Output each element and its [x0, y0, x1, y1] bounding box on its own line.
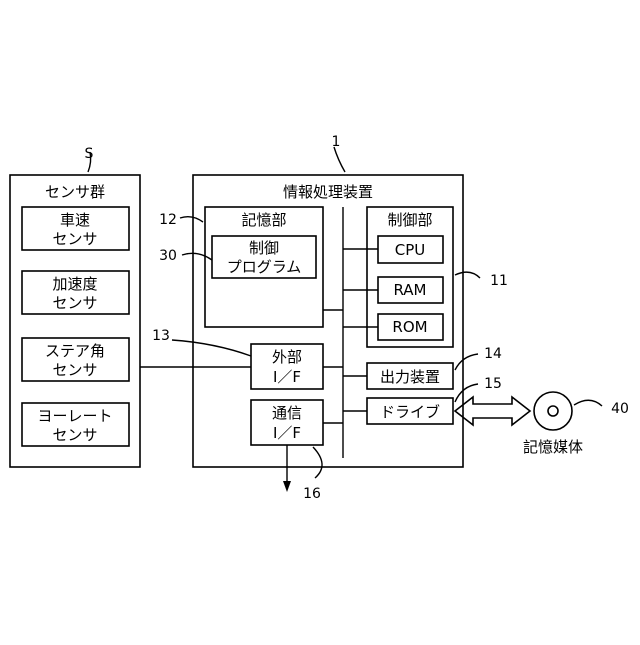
ext-if-leader [172, 340, 251, 356]
sensor-label-line1: ステア角 [45, 342, 105, 360]
medium-ref: 40 [611, 401, 629, 417]
control-ref: 11 [490, 273, 508, 289]
comm-if-leader [313, 447, 322, 478]
output-label: 出力装置 [380, 368, 440, 386]
sensor-vehicle-speed: 車速 センサ [22, 207, 129, 250]
output-device: 出力装置 14 [367, 346, 502, 389]
sensor-label-line2: センサ [52, 361, 97, 379]
sensor-acceleration: 加速度 センサ [22, 271, 129, 314]
program-label-line1: 制御 [249, 239, 279, 257]
sensor-yaw-rate: ヨーレート センサ [22, 403, 129, 446]
control-leader [455, 272, 480, 278]
ext-if-ref: 13 [152, 328, 170, 344]
sensor-label-line1: ヨーレート [37, 407, 112, 425]
ram-label: RAM [393, 281, 426, 299]
ext-if-label-line1: 外部 [272, 348, 302, 366]
sensor-label-line1: 車速 [60, 211, 90, 229]
control-program: 制御 プログラム 30 [159, 236, 316, 278]
medium-label: 記憶媒体 [523, 438, 583, 456]
medium-leader [574, 400, 602, 406]
sensor-steering-angle: ステア角 センサ [22, 338, 129, 381]
sensor-group: センサ群 車速 センサ 加速度 センサ ステア角 センサ ヨーレート センサ S [10, 146, 140, 467]
drive-leader [455, 384, 478, 402]
external-interface: 外部 I／F 13 [152, 328, 323, 389]
comm-if-arrow-head [283, 481, 291, 492]
device-leader [334, 147, 345, 172]
device-title: 情報処理装置 [283, 183, 373, 201]
storage-medium: 記憶媒体 40 [523, 392, 629, 456]
comm-if-ref: 16 [303, 486, 321, 502]
output-leader [455, 354, 478, 370]
ext-if-label-line2: I／F [273, 368, 301, 386]
control-unit: 制御部 CPU RAM ROM 11 [367, 207, 508, 347]
comm-if-label-line1: 通信 [272, 404, 302, 422]
sensor-label-line2: センサ [52, 230, 97, 248]
output-ref: 14 [484, 346, 502, 362]
sensor-label-line1: 加速度 [52, 275, 97, 293]
program-ref: 30 [159, 248, 177, 264]
rom-label: ROM [392, 318, 427, 336]
sensor-group-ref: S [85, 146, 94, 162]
storage-ref: 12 [159, 212, 177, 228]
info-processing-device: 情報処理装置 1 記憶部 12 制御 プログラム 30 制御部 CPU RAM [140, 134, 508, 502]
drive-ref: 15 [484, 376, 502, 392]
sensor-group-title: センサ群 [45, 183, 105, 201]
control-label: 制御部 [387, 211, 432, 229]
drive-label: ドライブ [380, 403, 440, 421]
comm-if-label-line2: I／F [273, 424, 301, 442]
disc-hole [548, 406, 558, 416]
program-leader [182, 253, 212, 260]
device-ref: 1 [332, 134, 341, 150]
sensor-label-line2: センサ [52, 294, 97, 312]
program-label-line2: プログラム [227, 258, 302, 276]
drive-medium-double-arrow [455, 397, 530, 425]
disc-outer [534, 392, 572, 430]
storage-label: 記憶部 [241, 211, 286, 229]
sensor-label-line2: センサ [52, 426, 97, 444]
storage-leader [180, 217, 203, 222]
cpu-label: CPU [395, 241, 426, 259]
